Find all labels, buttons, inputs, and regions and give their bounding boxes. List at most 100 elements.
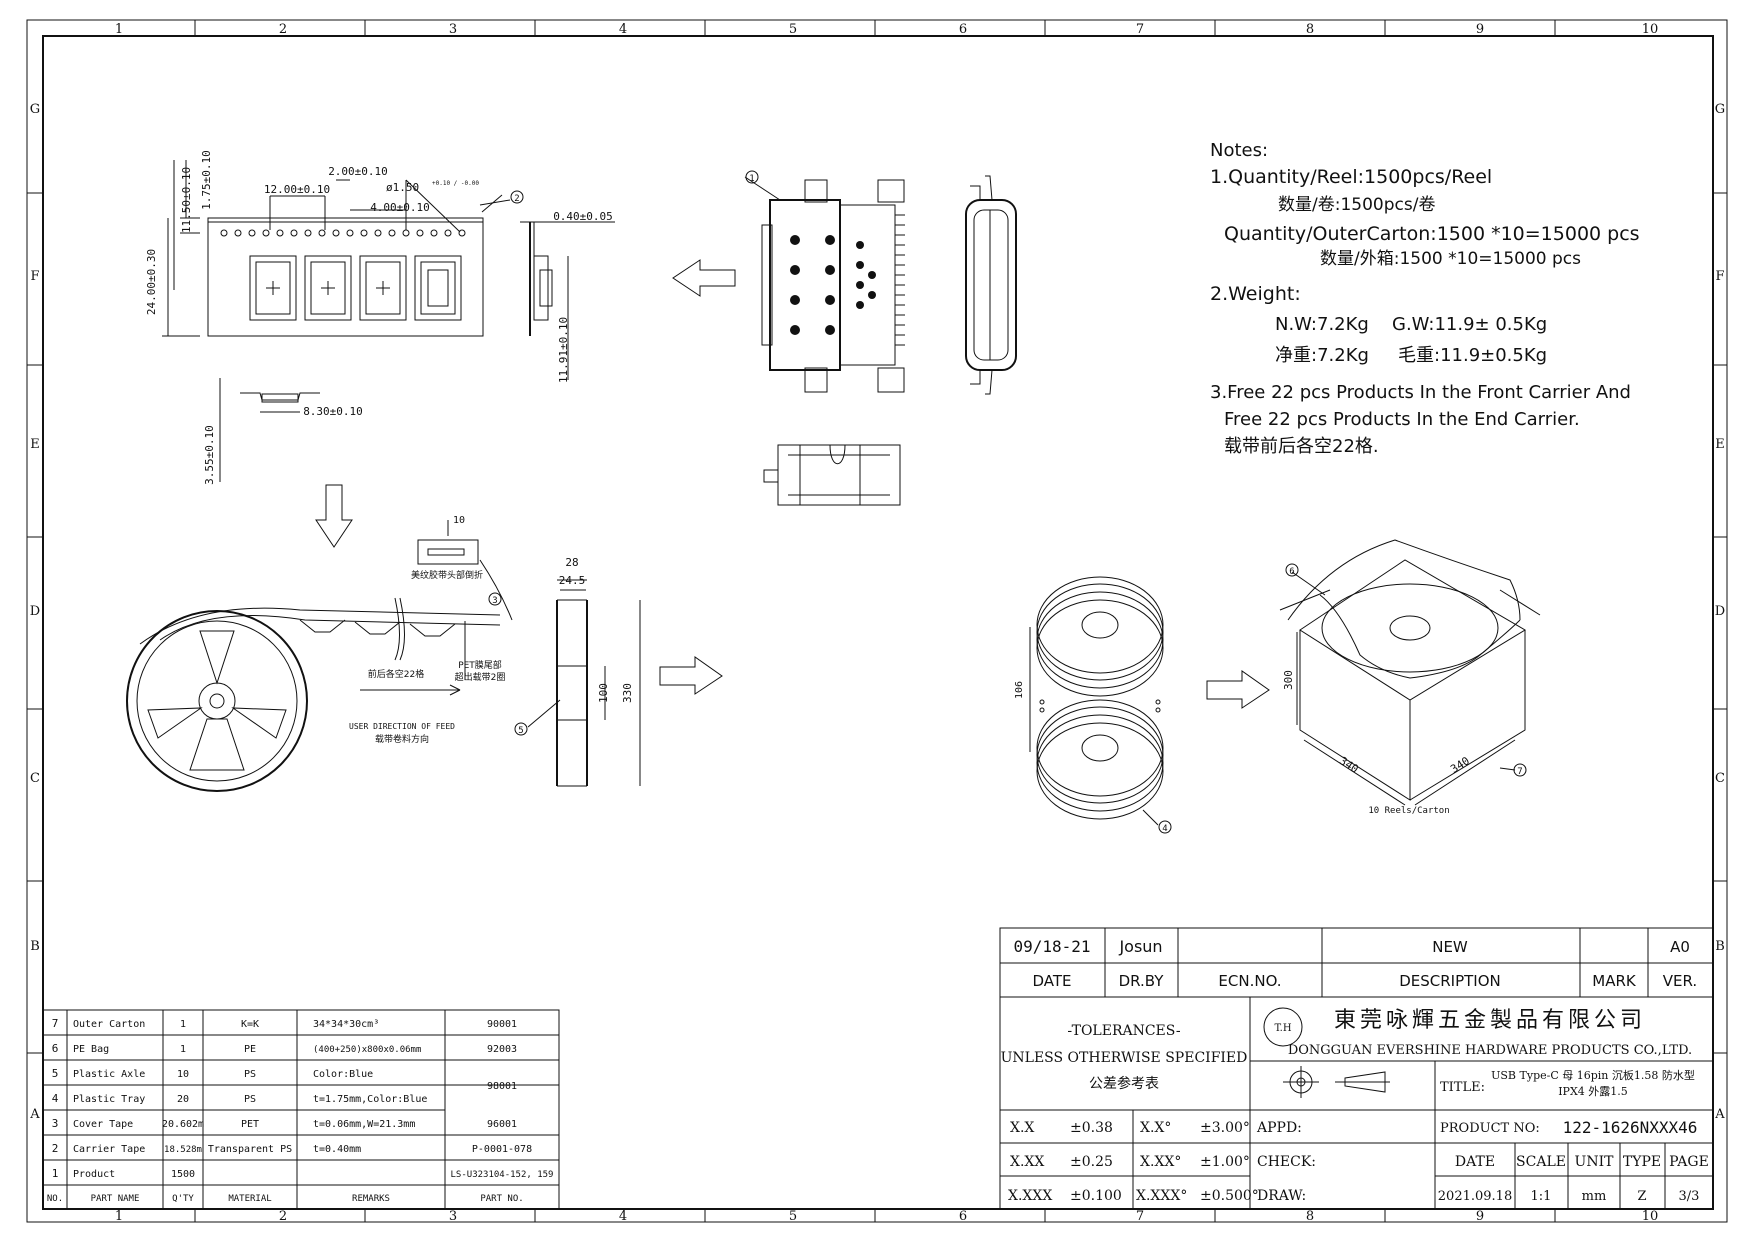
box-note: 10 Reels/Carton <box>1368 806 1449 816</box>
bom-no: 1 <box>52 1167 59 1180</box>
bom-remarks: (400+250)x800x0.06mm <box>313 1045 421 1055</box>
dim-label: +0.10 / -0.00 <box>432 180 479 187</box>
reel-drawing <box>126 520 513 792</box>
row-label: A <box>29 1107 40 1122</box>
col-label: 4 <box>619 22 627 37</box>
left-arrow-icon <box>672 259 736 297</box>
bom-no: 5 <box>52 1067 59 1080</box>
notes-line: N.W:7.2Kg <box>1275 314 1369 335</box>
bom-part-no: 90001 <box>487 1019 517 1030</box>
row-label: C <box>30 771 40 786</box>
col-label: 6 <box>959 22 967 37</box>
reel-side-view <box>527 579 641 787</box>
header-description: DESCRIPTION <box>1399 972 1501 990</box>
connector-side-view <box>965 175 1017 395</box>
bom-no: 2 <box>52 1142 59 1155</box>
dim-label: 11.91±0.10 <box>557 317 570 383</box>
connector-front-view <box>763 444 901 506</box>
notes-line: 载带前后各空22格. <box>1224 436 1379 457</box>
header-drawn-by: DR.BY <box>1119 972 1165 990</box>
dim-label: 106 <box>1014 681 1025 699</box>
tape-section-view <box>520 221 615 380</box>
bom-part-no: 92003 <box>487 1044 517 1055</box>
tol-key: X.XX° <box>1140 1154 1181 1170</box>
notes-line: 3.Free 22 pcs Products In the Front Carr… <box>1210 382 1631 403</box>
row-label: B <box>1715 939 1725 954</box>
draw-label: DRAW: <box>1257 1188 1306 1204</box>
bom-part-no: 98001 <box>487 1081 517 1092</box>
row-label: D <box>30 604 40 619</box>
check-label: CHECK: <box>1257 1154 1316 1170</box>
bom-remarks: t=1.75mm,Color:Blue <box>313 1094 427 1105</box>
product-no-label: PRODUCT NO: <box>1440 1121 1540 1136</box>
bom-remarks: 34*34*30cm³ <box>313 1019 379 1030</box>
dim-label: 11.50±0.10 <box>180 167 193 233</box>
notes-line: 2.Weight: <box>1210 283 1301 305</box>
feed-direction: USER DIRECTION OF FEED <box>349 722 455 731</box>
col-label: 5 <box>789 1209 797 1224</box>
bom-header: PART NO. <box>480 1194 523 1204</box>
product-no: 122-1626NXXX46 <box>1563 1118 1698 1137</box>
tol-value: ±0.500° <box>1200 1188 1259 1204</box>
dim-label: 10 <box>453 515 465 526</box>
bom-part-name: Carrier Tape <box>73 1144 145 1155</box>
tol-value: ±3.00° <box>1200 1120 1250 1136</box>
tol-value: ±0.38 <box>1070 1120 1113 1136</box>
balloon-label: 6 <box>1289 567 1294 577</box>
col-label: 7 <box>1136 1209 1144 1224</box>
bom-remarks: t=0.40mm <box>313 1144 361 1155</box>
header-date: DATE <box>1455 1154 1495 1170</box>
col-label: 7 <box>1136 22 1144 37</box>
bom-part-name: PE Bag <box>73 1044 109 1055</box>
row-label: F <box>1715 269 1724 284</box>
col-label: 5 <box>789 22 797 37</box>
down-arrow-icon <box>315 484 353 548</box>
title-line-2: IPX4 外露1.5 <box>1558 1085 1628 1098</box>
col-label: 10 <box>1642 22 1659 37</box>
row-label: G <box>30 102 40 117</box>
drawing-type: Z <box>1637 1189 1646 1204</box>
notes-line: Quantity/OuterCarton:1500 *10=15000 pcs <box>1224 223 1640 245</box>
dim-label: ø1.50 <box>386 181 419 194</box>
col-label: 4 <box>619 1209 627 1224</box>
bom-remarks: t=0.06mm,W=21.3mm <box>313 1119 415 1130</box>
appd-label: APPD: <box>1256 1120 1302 1136</box>
bom-qty: 20 <box>177 1094 189 1105</box>
connector-top-view <box>744 176 905 393</box>
row-label: C <box>1715 771 1725 786</box>
bom-material: PS <box>244 1094 256 1105</box>
notes-line: G.W:11.9± 0.5Kg <box>1392 314 1547 335</box>
tape-note: 美纹胶带头部倒折 <box>411 569 483 581</box>
col-label: 1 <box>115 1209 123 1224</box>
bom-qty: 20.602m <box>162 1119 204 1130</box>
revision-description: NEW <box>1432 938 1468 956</box>
bom-qty: 18.528m <box>164 1145 202 1155</box>
balloon-label: 3 <box>492 596 497 606</box>
header-scale: SCALE <box>1516 1154 1566 1170</box>
drawing-page: 3/3 <box>1679 1189 1700 1204</box>
bom-material: PET <box>241 1119 259 1130</box>
balloons <box>488 170 1527 834</box>
bom-qty: 1 <box>180 1019 186 1030</box>
dim-label: 1.75±0.10 <box>200 150 213 210</box>
bom-material: K=K <box>241 1019 259 1030</box>
notes-line: 数量/外箱:1500 *10=15000 pcs <box>1320 249 1581 269</box>
dim-label: 24.00±0.30 <box>145 249 158 315</box>
title-line-1: USB Type-C 母 16pin 沉板1.58 防水型 <box>1491 1068 1695 1082</box>
bom-qty: 10 <box>177 1069 189 1080</box>
company-logo-text: T.H <box>1274 1023 1291 1034</box>
col-label: 6 <box>959 1209 967 1224</box>
drawing-scale: 1:1 <box>1531 1189 1552 1204</box>
col-label: 10 <box>1642 1209 1659 1224</box>
column-labels-top: 1 2 3 4 5 6 7 8 9 10 <box>115 20 1658 37</box>
col-label: 3 <box>449 22 457 37</box>
bom-part-no: 96001 <box>487 1119 517 1130</box>
pocket-section-view <box>219 378 320 482</box>
notes-line: 数量/卷:1500pcs/卷 <box>1278 195 1435 215</box>
tol-value: ±0.25 <box>1070 1154 1113 1170</box>
company-name-cn: 東莞咏輝五金製品有限公司 <box>1334 1008 1646 1033</box>
company-logo-icon <box>1263 1007 1303 1047</box>
row-labels: G F E D C B A G F E D C B A <box>27 102 1727 1122</box>
balloon-label: 7 <box>1517 767 1522 777</box>
